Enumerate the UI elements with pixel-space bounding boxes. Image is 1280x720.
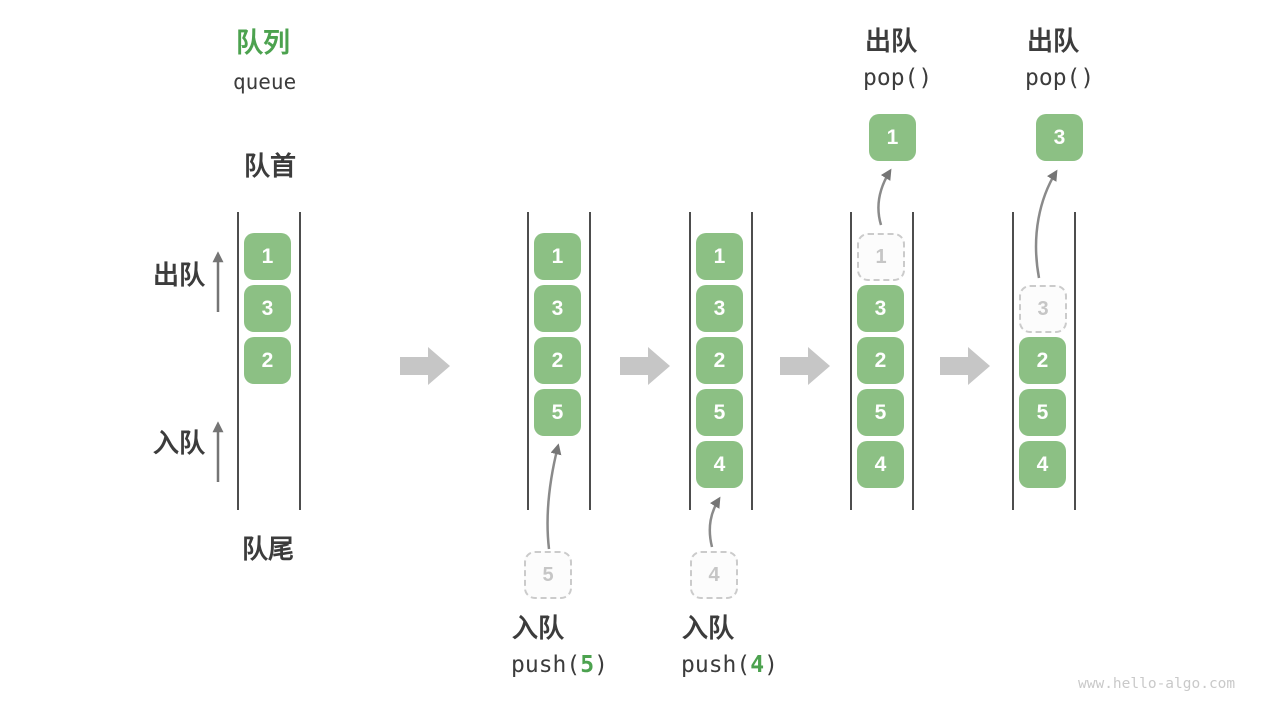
op-label-dequeue: 出队 [865,26,918,56]
transition-arrow-2 [620,347,670,385]
op-code-pop: pop() [863,65,933,91]
queue-item: 5 [857,389,904,436]
transition-arrow-1 [400,347,450,385]
queue-item: 3 [857,285,904,332]
label-dequeue-side: 出队 [153,260,206,290]
watermark: www.hello-algo.com [1078,676,1236,692]
queue-item: 3 [696,285,743,332]
label-queue-rear: 队尾 [242,534,295,564]
op-arg: 4 [750,652,765,678]
rail-left [689,212,691,510]
op-arg: 5 [580,652,595,678]
queue-item: 3 [534,285,581,332]
rail-right [751,212,753,510]
op-label-enqueue: 入队 [512,613,565,643]
incoming-item-ghost: 5 [524,551,572,599]
op-label-dequeue: 出队 [1027,26,1080,56]
queue-item: 4 [1019,441,1066,488]
queue-item: 2 [244,337,291,384]
op-fn-open: push( [681,652,751,678]
op-code-push4: push(4) [681,652,778,678]
rail-left [1012,212,1014,510]
queue-item: 1 [244,233,291,280]
rail-right [299,212,301,510]
op-fn-open: push( [511,652,581,678]
op-fn-close: ) [764,652,778,678]
queue-item: 2 [1019,337,1066,384]
queue-item: 2 [534,337,581,384]
rail-left [850,212,852,510]
label-enqueue-side: 入队 [153,428,206,458]
popped-item: 1 [869,114,916,161]
rail-right [1074,212,1076,510]
queue-item: 5 [696,389,743,436]
removed-item-ghost: 3 [1019,285,1067,333]
transition-arrow-3 [780,347,830,385]
op-code-pop: pop() [1025,65,1095,91]
rail-left [237,212,239,510]
op-fn-close: ) [594,652,608,678]
queue-item: 4 [696,441,743,488]
queue-item: 5 [1019,389,1066,436]
queue-item: 2 [857,337,904,384]
enqueue-arrow-push5 [546,443,562,550]
rail-left [527,212,529,510]
popped-item: 3 [1036,114,1083,161]
dequeue-arrow-pop1 [877,168,892,226]
op-code-push5: push(5) [511,652,608,678]
rail-right [589,212,591,510]
queue-item: 2 [696,337,743,384]
incoming-item-ghost: 4 [690,551,738,599]
queue-item: 5 [534,389,581,436]
diagram-title-en: queue [233,70,297,94]
dequeue-arrow-pop3 [1034,169,1058,279]
queue-item: 3 [244,285,291,332]
queue-item: 1 [696,233,743,280]
enqueue-arrow-push4 [708,496,721,548]
transition-arrow-4 [940,347,990,385]
queue-item: 1 [534,233,581,280]
op-label-enqueue: 入队 [682,613,735,643]
diagram-title-zh: 队列 [236,28,290,58]
removed-item-ghost: 1 [857,233,905,281]
queue-item: 4 [857,441,904,488]
rail-right [912,212,914,510]
label-queue-front: 队首 [244,151,297,181]
